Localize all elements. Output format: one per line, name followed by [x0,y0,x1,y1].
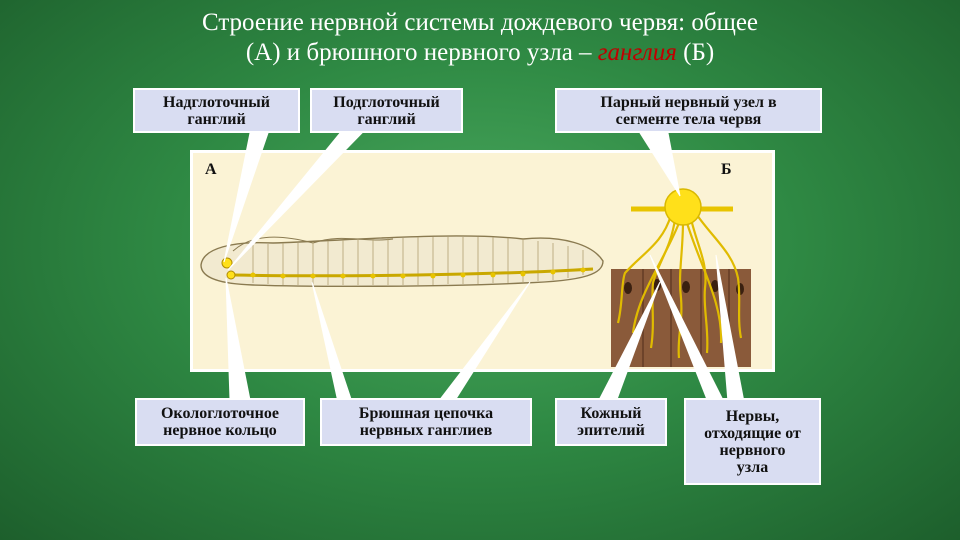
callout-text: Парный нервный узел в [600,93,777,111]
callout-text: Надглоточный [163,93,270,111]
title-line-2-pre: (А) и брюшного нервного узла – [245,39,598,66]
callout-subglottal-ganglion: Подглоточный ганглий [310,88,463,133]
pointer-chain-right [436,281,531,403]
pointer-ring [225,277,251,401]
callout-text: Брюшная цепочка [358,405,494,422]
panel-label-a: А [205,161,217,178]
callout-text: нервного [719,441,786,459]
title-line-1: Строение нервной системы дождевого червя… [201,9,759,36]
callout-text: ганглий [187,110,246,128]
title-highlight: ганглия [597,39,677,66]
callout-text: нервных ганглиев [359,422,493,439]
callout-text: Окологлоточное [160,405,279,422]
title-line-2-post: (Б) [676,39,715,66]
pointer-chain-left [311,281,353,403]
title-line-2: (А) и брюшного нервного узла – ганглия (… [60,38,900,68]
callout-skin-epithelium: Кожный эпителий [555,398,667,446]
pointer-subglottal [227,132,364,271]
callout-paired-nerve-node: Парный нервный узел в сегменте тела черв… [555,88,822,133]
pointer-supraglottal [223,132,269,263]
callout-text: Подглоточный [333,93,440,111]
callout-text: отходящие от [704,424,801,442]
callout-text: Кожный [580,405,642,422]
panel-label-b: Б [721,161,732,178]
callout-perioral-nerve-ring: Окологлоточное нервное кольцо [135,398,305,446]
callout-text: ганглий [357,110,416,128]
callout-nerves-from-node: Нервы, отходящие от нервного узла [684,398,821,485]
callout-text: сегменте тела червя [615,110,762,128]
callout-text: узла [736,458,769,476]
pointer-paired-node [639,132,681,197]
earthworm-illustration [200,235,604,288]
callout-text: эпителий [577,422,645,439]
diagram-panel: А Б [190,150,775,372]
pointer-skin [597,281,661,403]
pointer-nerves-right [715,254,745,403]
callout-supraglottal-ganglion: Надглоточный ганглий [133,88,300,133]
callout-ventral-nerve-chain: Брюшная цепочка нервных ганглиев [320,398,532,446]
pointer-nerves-left [649,254,725,403]
slide-title: Строение нервной системы дождевого червя… [60,8,900,68]
callout-text: нервное кольцо [163,422,277,439]
callout-text: Нервы, [725,407,780,425]
